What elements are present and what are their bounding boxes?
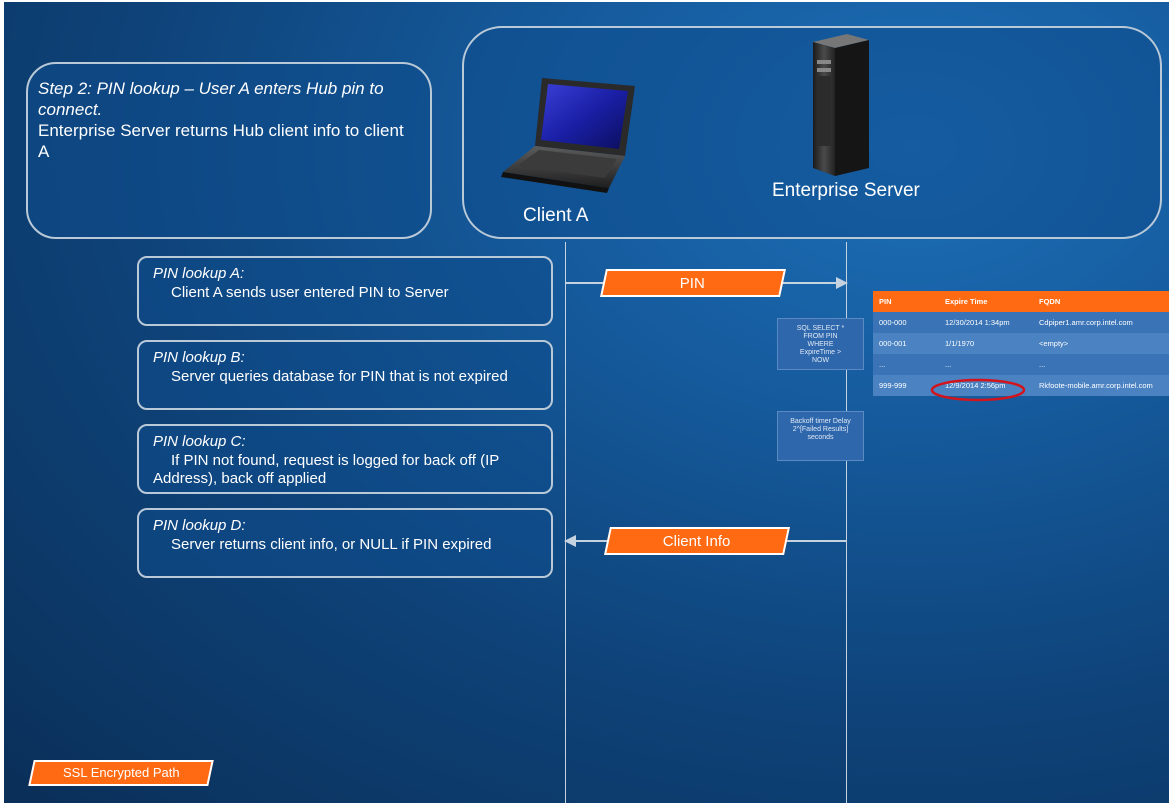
slide: Step 2: PIN lookup – User A enters Hub p… xyxy=(4,2,1169,803)
db-header-pin: PIN xyxy=(879,297,892,306)
db-row: ... ... ... xyxy=(873,354,1169,375)
db-cell-fqdn: Cdpiper1.amr.corp.intel.com xyxy=(1039,318,1133,327)
db-cell-pin: 000-001 xyxy=(879,339,907,348)
pin-arrowhead-icon xyxy=(836,277,848,289)
pin-lookup-a-body: Client A sends user entered PIN to Serve… xyxy=(171,284,449,301)
db-header-expire: Expire Time xyxy=(945,297,988,306)
pin-lookup-c-box: PIN lookup C: If PIN not found, request … xyxy=(137,424,553,494)
client-info-arrowhead-icon xyxy=(564,535,576,547)
pin-database-table: PIN Expire Time FQDN 000-000 12/30/2014 … xyxy=(873,291,1169,396)
pin-lookup-d-body: Server returns client info, or NULL if P… xyxy=(171,536,492,553)
server-icon xyxy=(813,34,869,176)
highlight-circle-icon xyxy=(930,378,1026,402)
enterprise-server-label: Enterprise Server xyxy=(772,180,920,201)
ssl-legend-label: SSL Encrypted Path xyxy=(62,765,180,780)
pin-lookup-d-box: PIN lookup D: Server returns client info… xyxy=(137,508,553,578)
db-cell-expire: ... xyxy=(945,360,952,369)
db-cell-fqdn: <empty> xyxy=(1039,339,1069,348)
db-cell-pin: 999-999 xyxy=(879,381,907,390)
db-cell-pin: ... xyxy=(879,360,886,369)
step-description-box xyxy=(26,62,432,239)
db-header-row: PIN Expire Time FQDN xyxy=(873,291,1169,312)
client-lifeline xyxy=(565,242,566,803)
client-a-label: Client A xyxy=(523,205,589,226)
pin-lookup-c-title: PIN lookup C: xyxy=(153,433,246,450)
pin-message-tag: PIN xyxy=(600,269,786,297)
db-cell-expire: 12/9/2014 2:56pm xyxy=(945,381,1006,390)
pin-lookup-b-title: PIN lookup B: xyxy=(153,349,245,366)
ssl-legend-tag: SSL Encrypted Path xyxy=(28,760,214,786)
pin-message-label: PIN xyxy=(680,275,706,292)
db-cell-fqdn: Rkfoote-mobile.amr.corp.intel.com xyxy=(1039,381,1153,390)
laptop-icon xyxy=(501,78,635,193)
sql-query-note: SQL SELECT * FROM PIN WHERE ExpireTime >… xyxy=(777,318,864,370)
step-title: Step 2: PIN lookup – User A enters Hub p… xyxy=(38,79,384,119)
db-cell-fqdn: ... xyxy=(1039,360,1046,369)
client-info-message-tag: Client Info xyxy=(604,527,790,555)
pin-lookup-c-body: If PIN not found, request is logged for … xyxy=(153,452,499,487)
db-cell-expire: 1/1/1970 xyxy=(945,339,975,348)
db-header-fqdn: FQDN xyxy=(1039,297,1061,306)
step-body: Enterprise Server returns Hub client inf… xyxy=(38,121,404,161)
pin-lookup-d-title: PIN lookup D: xyxy=(153,517,246,534)
db-row: 000-001 1/1/1970 <empty> xyxy=(873,333,1169,354)
pin-lookup-a-box: PIN lookup A: Client A sends user entere… xyxy=(137,256,553,326)
db-row: 000-000 12/30/2014 1:34pm Cdpiper1.amr.c… xyxy=(873,312,1169,333)
backoff-timer-note: Backoff timer Delay 2^[Failed Results] s… xyxy=(777,411,864,461)
db-cell-expire: 12/30/2014 1:34pm xyxy=(945,318,1010,327)
pin-lookup-b-body: Server queries database for PIN that is … xyxy=(171,368,508,385)
client-info-message-label: Client Info xyxy=(663,533,731,550)
pin-lookup-a-title: PIN lookup A: xyxy=(153,265,245,282)
db-cell-pin: 000-000 xyxy=(879,318,907,327)
server-lifeline xyxy=(846,242,847,803)
pin-lookup-b-box: PIN lookup B: Server queries database fo… xyxy=(137,340,553,410)
